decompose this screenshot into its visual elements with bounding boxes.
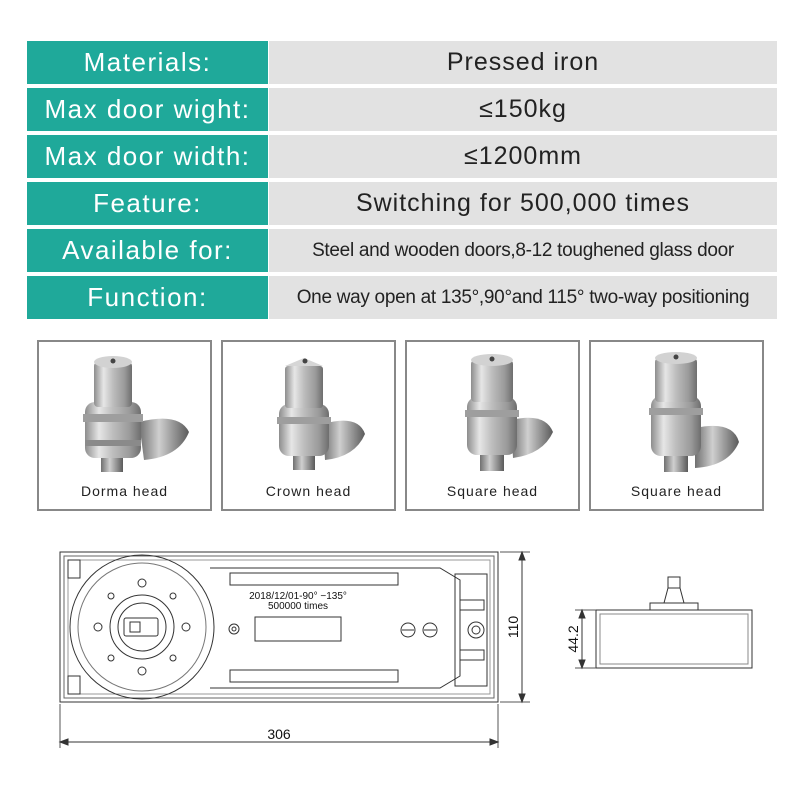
plate-text-line1: 2018/12/01-90° −135° [249, 591, 347, 602]
top-view-outline [59, 551, 499, 703]
spec-table: Materials: Pressed iron Max door wight: … [27, 41, 777, 323]
length-dimension-label: 306 [267, 726, 291, 742]
spec-label: Available for: [27, 229, 268, 272]
head-caption: Square head [630, 483, 723, 499]
spec-row-max-door-weight: Max door wight: ≤150kg [27, 88, 777, 131]
head-caption: Crown head [265, 483, 352, 499]
technical-drawing: 2018/12/01-90° −135° 500000 times 306 11… [58, 550, 753, 748]
spec-row-max-door-width: Max door width: ≤1200mm [27, 135, 777, 178]
spec-row-feature: Feature: Switching for 500,000 times [27, 182, 777, 225]
spec-label: Feature: [27, 182, 268, 225]
label-plate [254, 616, 342, 642]
side-view-outline [595, 609, 753, 669]
spec-row-materials: Materials: Pressed iron [27, 41, 777, 84]
head-caption: Dorma head [80, 483, 169, 499]
spec-value: ≤150kg [269, 88, 777, 131]
width-dimension-label: 110 [505, 616, 521, 639]
spec-row-function: Function: One way open at 135°,90°and 11… [27, 276, 777, 319]
head-card-crown: Crown head [221, 340, 396, 511]
square-head-image [649, 352, 739, 472]
spec-value: Switching for 500,000 times [269, 182, 777, 225]
head-card-square-1: Square head [405, 340, 580, 511]
spec-value: ≤1200mm [269, 135, 777, 178]
square-head-image [465, 354, 553, 471]
spec-label: Max door width: [27, 135, 268, 178]
head-card-dorma: Dorma head [37, 340, 212, 511]
dorma-head-image [83, 356, 189, 472]
spec-label: Max door wight: [27, 88, 268, 131]
crown-head-image [277, 358, 365, 470]
height-dimension-label: 44.2 [565, 625, 581, 652]
plate-text-line2: 500000 times [268, 601, 328, 612]
spec-label: Materials: [27, 41, 268, 84]
spec-label: Function: [27, 276, 268, 319]
spec-value: One way open at 135°,90°and 115° two-way… [269, 276, 777, 319]
spec-value: Pressed iron [269, 41, 777, 84]
head-caption: Square head [446, 483, 539, 499]
housing-circle [69, 554, 215, 700]
head-card-square-2: Square head [589, 340, 764, 511]
spec-value: Steel and wooden doors,8-12 toughened gl… [269, 229, 777, 272]
spec-row-available-for: Available for: Steel and wooden doors,8-… [27, 229, 777, 272]
